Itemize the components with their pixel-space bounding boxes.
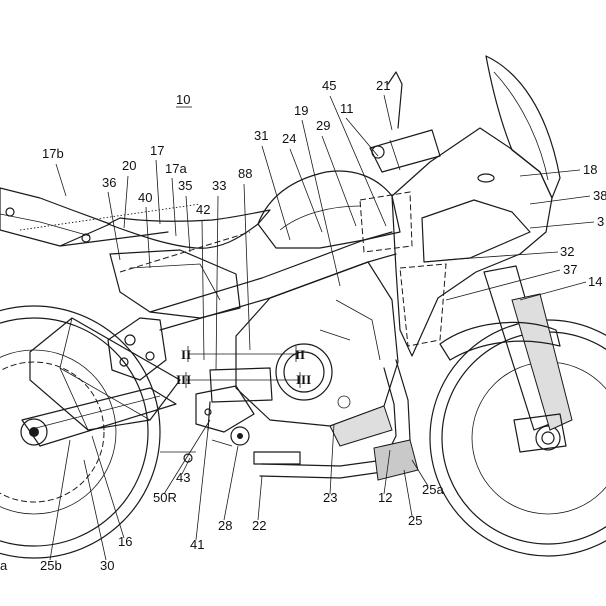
sec-ii-left: II xyxy=(181,347,191,362)
seat xyxy=(107,209,271,249)
part-lbl-31: 31 xyxy=(254,128,268,143)
part-lbl-17: 17 xyxy=(150,143,164,158)
part-lbl-23: 23 xyxy=(323,490,337,505)
part-lbl-45: 45 xyxy=(322,78,336,93)
muffler xyxy=(29,317,181,431)
part-lbl-17a: 17a xyxy=(165,161,187,176)
swingarm xyxy=(21,387,177,447)
part-lbl-38: 38 xyxy=(593,188,606,203)
part-lbl-40: 40 xyxy=(138,190,152,205)
part-lbl-43: 43 xyxy=(176,470,190,485)
leader-lines xyxy=(49,94,595,561)
engine-block xyxy=(235,261,399,447)
part-lbl-20: 20 xyxy=(122,158,136,173)
part-lbl-35: 35 xyxy=(178,178,192,193)
front-wheel xyxy=(429,319,606,557)
part-lbl-29: 29 xyxy=(316,118,330,133)
part-lbl-24: 24 xyxy=(282,131,296,146)
tail-section xyxy=(0,187,201,247)
part-lbl-11: 11 xyxy=(340,101,354,116)
part-lbl-42: 42 xyxy=(196,202,210,217)
part-lbl-28: 28 xyxy=(218,518,232,533)
fuel-tank xyxy=(257,170,401,249)
part-lbl-19: 19 xyxy=(294,103,308,118)
rear-wheel xyxy=(0,305,161,559)
radiator-shroud xyxy=(359,127,553,357)
frame-main-tube xyxy=(119,231,397,331)
exhaust-pipe xyxy=(259,359,419,481)
part-lbl-37: 37 xyxy=(563,262,577,277)
part-lbl-18: 18 xyxy=(583,162,597,177)
part-lbl-36: 36 xyxy=(102,175,116,190)
handlebar-assembly xyxy=(369,71,441,173)
figure-number: 10 xyxy=(176,92,190,107)
part-lbl-32: 32 xyxy=(560,244,574,259)
windscreen xyxy=(485,55,561,199)
part-lbl-17b: 17b xyxy=(42,146,64,161)
footrest-assembly xyxy=(160,385,301,465)
part-lbl-a: a xyxy=(0,558,8,573)
part-lbl-25a: 25a xyxy=(422,482,444,497)
sec-iii-right: III xyxy=(296,372,311,387)
part-lbl-16: 16 xyxy=(118,534,132,549)
sec-iii-left: III xyxy=(176,372,191,387)
sec-ii-right: II xyxy=(295,347,305,362)
part-lbl-30: 30 xyxy=(100,558,114,573)
part-lbl-12: 12 xyxy=(378,490,392,505)
front-fork xyxy=(483,265,573,453)
section-box xyxy=(185,346,301,431)
part-lbl-88: 88 xyxy=(238,166,252,181)
part-lbl-22: 22 xyxy=(252,518,266,533)
part-lbl-25: 25 xyxy=(408,513,422,528)
front-fender xyxy=(439,321,561,361)
side-cover xyxy=(109,249,241,319)
rear-hanger-plate xyxy=(107,317,167,381)
part-lbl-41: 41 xyxy=(190,537,204,552)
part-lbl-33: 33 xyxy=(212,178,226,193)
part-lbl-50R: 50R xyxy=(153,490,177,505)
part-lbl-25b: 25b xyxy=(40,558,62,573)
part-lbl-21: 21 xyxy=(376,78,390,93)
part-lbl-3: 3 xyxy=(597,214,604,229)
part-lbl-14: 14 xyxy=(588,274,602,289)
